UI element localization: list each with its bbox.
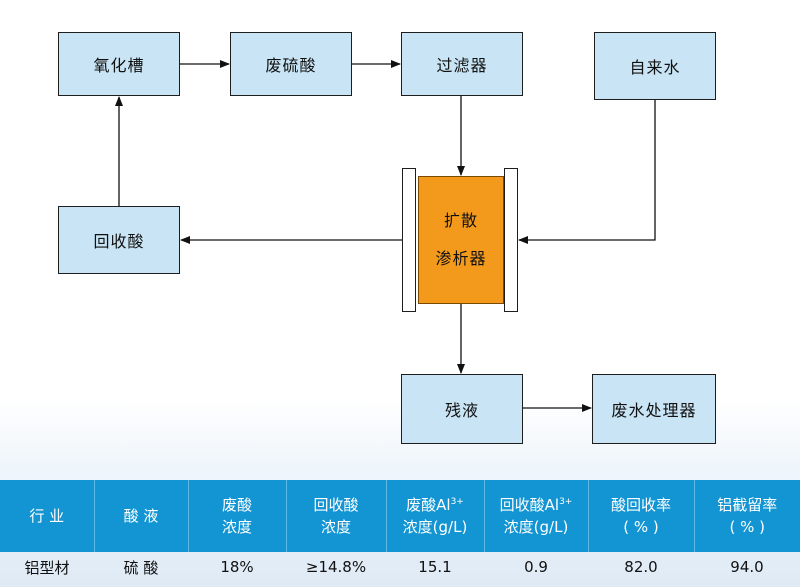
cell-aluminum-retention-rate: 94.0 [730, 558, 764, 576]
header-waste-acid-al-conc: 废酸Al3+浓度(g/L) [386, 480, 485, 552]
wastewater-treatment-box: 废水处理器 [592, 374, 716, 444]
filter-box: 过滤器 [401, 32, 523, 96]
table-header-row: 行 业 酸 液 废酸浓度 回收酸浓度 废酸Al3+浓度(g/L) 回收酸Al3+… [0, 480, 800, 552]
header-recovered-acid-conc: 回收酸浓度 [286, 480, 387, 552]
dialyzer-label-line1: 扩散 [443, 211, 478, 230]
waste-acid-box: 废硫酸 [230, 32, 352, 96]
header-acid: 酸 液 [94, 480, 189, 552]
right-membrane-plate [504, 168, 518, 312]
table-row: 铝型材 硫 酸 18% ≥14.8% 15.1 0.9 82.0 94.0 [0, 552, 800, 582]
diffusion-dialyzer: 扩散 渗析器 [418, 176, 504, 304]
cell-acid-recovery-rate: 82.0 [624, 558, 658, 576]
process-flow-diagram: 氧化槽 废硫酸 过滤器 自来水 回收酸 残液 废水处理器 扩散 渗析器 [58, 32, 716, 444]
flow-arrows [115, 60, 656, 412]
left-membrane-plate [402, 168, 416, 312]
cell-recovered-acid-conc: ≥14.8% [305, 558, 367, 576]
oxidation-tank-box: 氧化槽 [58, 32, 180, 96]
header-waste-acid-conc: 废酸浓度 [188, 480, 287, 552]
residue-box: 残液 [401, 374, 523, 444]
header-industry: 行 业 [0, 480, 95, 552]
header-aluminum-retention-rate: 铝截留率( % ) [694, 480, 800, 552]
header-acid-recovery-rate: 酸回收率( % ) [588, 480, 695, 552]
arrow-tap-water-to-dialyzer [518, 100, 656, 244]
cell-waste-acid-conc: 18% [220, 558, 254, 576]
tap-water-box: 自来水 [594, 32, 716, 100]
cell-waste-acid-al-conc: 15.1 [418, 558, 452, 576]
cell-acid: 硫 酸 [123, 558, 159, 577]
recovered-acid-box: 回收酸 [58, 206, 180, 274]
cell-recovered-acid-al-conc: 0.9 [524, 558, 548, 576]
header-recovered-acid-al-conc: 回收酸Al3+浓度(g/L) [484, 480, 589, 552]
cell-industry: 铝型材 [24, 558, 70, 577]
dialyzer-label-line2: 渗析器 [435, 249, 487, 268]
performance-table: 行 业 酸 液 废酸浓度 回收酸浓度 废酸Al3+浓度(g/L) 回收酸Al3+… [0, 480, 800, 582]
